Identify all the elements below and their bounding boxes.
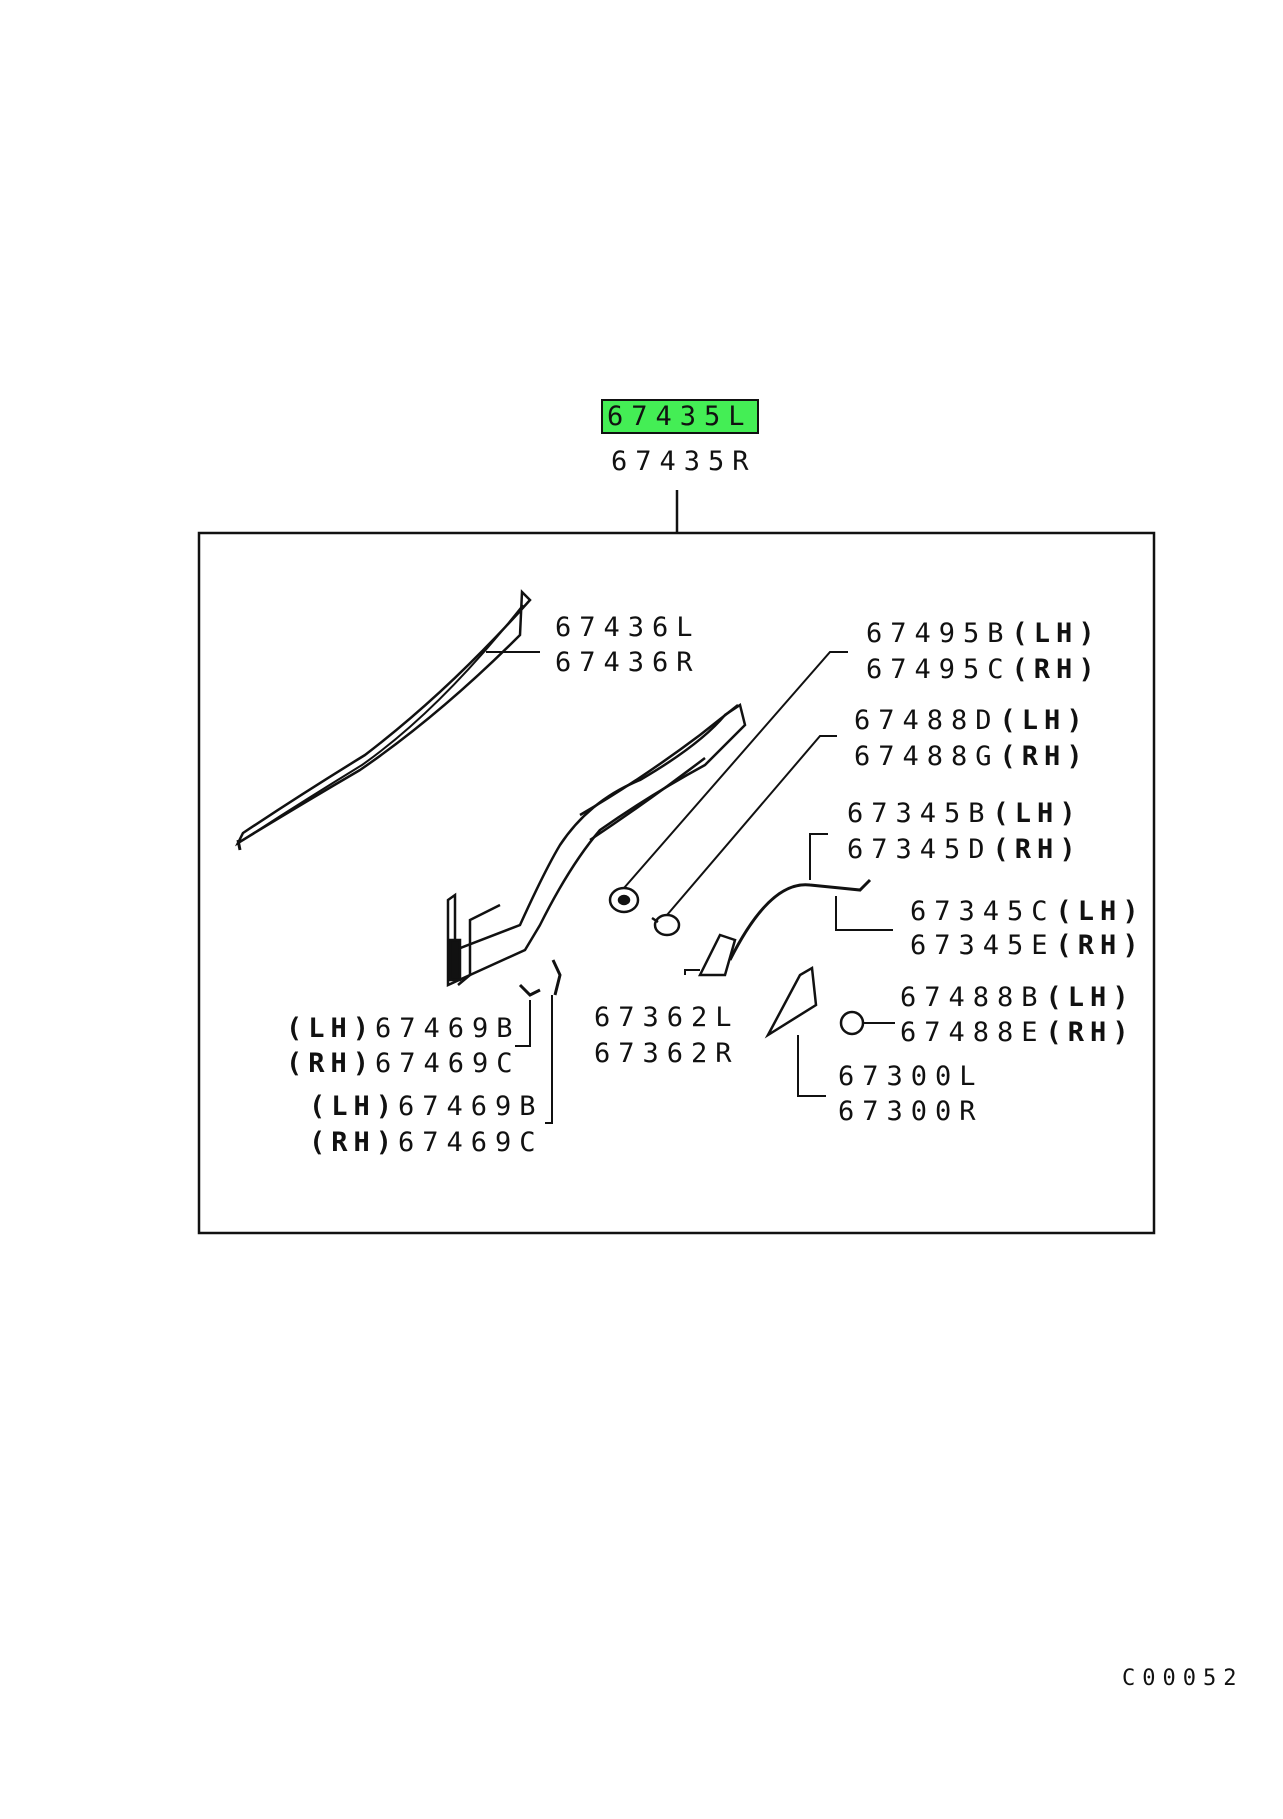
diagram-code: C00052: [1122, 1666, 1244, 1691]
part-label-67362l[interactable]: 67362L: [594, 1002, 740, 1033]
part-label-67469b-b[interactable]: (LH)67469B: [309, 1091, 544, 1122]
diagram-frame: [197, 531, 1156, 1235]
part-label-67469b-a[interactable]: (LH)67469B: [286, 1013, 521, 1044]
part-label-67345e[interactable]: 67345E(RH): [910, 930, 1145, 961]
part-label-67469c-a[interactable]: (RH)67469C: [286, 1048, 521, 1079]
small-clip-a: [518, 983, 541, 997]
part-label-67362r[interactable]: 67362R: [594, 1038, 740, 1069]
part-label-67495c[interactable]: 67495C(RH): [866, 654, 1101, 685]
part-label-67345c[interactable]: 67345C(LH): [910, 896, 1145, 927]
part-label-67300l[interactable]: 67300L: [838, 1061, 984, 1092]
part-label-67469c-b[interactable]: (RH)67469C: [309, 1127, 544, 1158]
part-label-67488g[interactable]: 67488G(RH): [854, 741, 1089, 772]
cover-part: [764, 965, 818, 1039]
main-part-label-l[interactable]: 67435L: [601, 399, 759, 434]
clip-part-lower: [839, 1010, 865, 1036]
part-label-67436r[interactable]: 67436R: [555, 647, 701, 678]
small-clip-b: [551, 959, 562, 996]
leader-lines: [486, 651, 895, 1124]
part-label-67345d[interactable]: 67345D(RH): [847, 834, 1082, 865]
part-label-67488e[interactable]: 67488E(RH): [900, 1017, 1135, 1048]
bracket-part: [697, 933, 737, 977]
clip-part-upper: [651, 913, 681, 937]
part-label-67300r[interactable]: 67300R: [838, 1096, 984, 1127]
part-label-67345b[interactable]: 67345B(LH): [847, 798, 1082, 829]
cable-part: [728, 878, 872, 961]
part-label-67436l[interactable]: 67436L: [555, 612, 701, 643]
part-label-67495b[interactable]: 67495B(LH): [866, 618, 1101, 649]
grommet-part: [608, 886, 640, 914]
garnish-rail-part: [446, 702, 747, 987]
main-part-label-r[interactable]: 67435R: [611, 446, 757, 477]
part-label-67488d[interactable]: 67488D(LH): [854, 705, 1089, 736]
weatherstrip-part: [234, 589, 532, 851]
part-label-67488b[interactable]: 67488B(LH): [900, 982, 1135, 1013]
